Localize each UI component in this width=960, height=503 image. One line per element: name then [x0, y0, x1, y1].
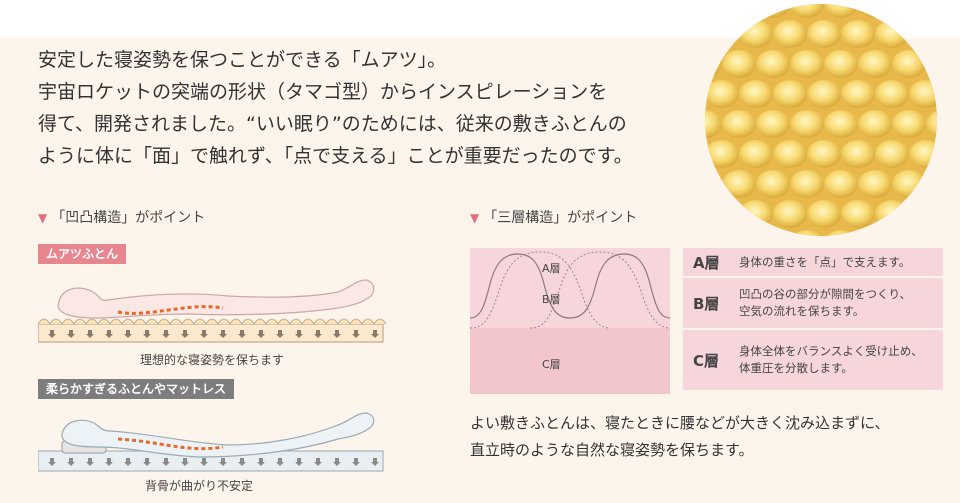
bad-posture-figure: [38, 412, 384, 472]
layer-row-a: A層 身体の重さを「点」で支えます。: [683, 248, 943, 278]
layer-row-c: C層 身体全体をバランスよく受け止め、 体重圧を分散します。: [683, 330, 943, 392]
diagram-label-a: A層: [542, 262, 561, 275]
layer-description-table: A層 身体の重さを「点」で支えます。 B層 凹凸の谷の部分が隙間をつくり、 空気…: [683, 248, 943, 392]
summary-line-1: よい敷きふとんは、寝たときに腰などが大きく沈み込まずに、: [470, 414, 890, 432]
layer-row-b: B層 凹凸の谷の部分が隙間をつくり、 空気の流れを保ちます。: [683, 278, 943, 330]
left-section-heading: ▼「凹凸構造」がポイント: [38, 210, 206, 226]
tag-soft-mattress: 柔らかすぎるふとんやマットレス: [38, 379, 235, 399]
right-section-heading: ▼「三層構造」がポイント: [470, 210, 638, 226]
summary-text: よい敷きふとんは、寝たときに腰などが大きく沈み込まずに、 直立時のような自然な寝…: [470, 410, 950, 464]
layer-label-b: B層: [693, 294, 720, 313]
diagram-label-b: B層: [542, 293, 561, 306]
caption-bad-posture: 背骨が曲がり不安定: [145, 479, 254, 493]
layer-text-a: 身体の重さを「点」で支えます。: [739, 254, 911, 269]
foam-texture-image: [705, 4, 937, 236]
triangle-down-icon: ▼: [470, 211, 480, 225]
layer-text-c: 身体全体をバランスよく受け止め、 体重圧を分散します。: [739, 344, 923, 375]
foam-photo: [705, 4, 937, 236]
intro-line-3: 得て、開発されました。“いい眠り”のためには、従来の敷きふとんの: [38, 113, 627, 135]
good-posture-figure: [38, 279, 387, 343]
intro-text: 安定した寝姿勢を保つことができる「ムアツ」。 宇宙ロケットの突端の形状（タマゴ型…: [38, 44, 718, 172]
layer-text-b: 凹凸の谷の部分が隙間をつくり、 空気の流れを保ちます。: [739, 287, 912, 318]
intro-line-2: 宇宙ロケットの突端の形状（タマゴ型）からインスピレーションを: [38, 81, 608, 103]
summary-line-2: 直立時のような自然な寝姿勢を保ちます。: [470, 441, 754, 459]
caption-good-posture: 理想的な寝姿勢を保ちます: [140, 353, 285, 367]
layer-label-c: C層: [693, 351, 720, 370]
intro-line-1: 安定した寝姿勢を保つことができる「ムアツ」。: [38, 49, 447, 71]
intro-line-4: ように体に「面」で触れず、「点で支える」ことが重要だったのです。: [38, 145, 633, 167]
triangle-down-icon: ▼: [38, 211, 48, 225]
layer-label-a: A層: [693, 253, 720, 272]
tag-muatsu-futon: ムアツふとん: [38, 244, 127, 264]
three-layer-diagram: A層 B層 C層: [470, 248, 670, 394]
diagram-label-c: C層: [542, 358, 561, 371]
